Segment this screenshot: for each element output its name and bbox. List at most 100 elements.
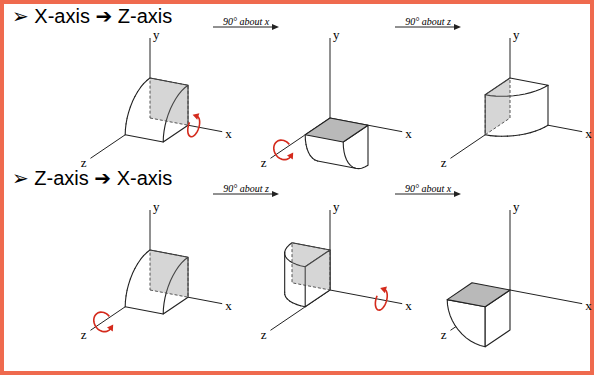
rotation-arrowhead (380, 287, 387, 294)
curved-surface (513, 95, 519, 136)
object-edge (490, 135, 496, 137)
rotation-step-box: 90° about z (405, 11, 451, 29)
rotation-arrow (274, 140, 291, 159)
rotation-arrowhead (107, 324, 113, 331)
object-edge (126, 290, 127, 296)
axis-line (510, 210, 511, 290)
object-edge (531, 131, 536, 133)
axis-label: z (441, 156, 447, 171)
object-edge (540, 127, 544, 129)
object-edge (144, 81, 147, 84)
object-edge (284, 252, 285, 292)
axis-label-box: z (261, 325, 267, 343)
axis-label-box: z (441, 325, 447, 343)
rotation-step-box: 90° about x (405, 178, 451, 196)
object-edge (318, 161, 356, 168)
axis-label: y (333, 200, 340, 215)
object-edge (293, 303, 297, 305)
axis-label-box: x (585, 296, 592, 314)
object-edge (147, 250, 150, 253)
axis-label-box: z (261, 153, 267, 171)
rotation-step-label: 90° about x (405, 183, 451, 195)
axis-label-box: x (585, 124, 592, 142)
hidden-shaded-square (150, 78, 188, 125)
axis-label-box: x (405, 124, 412, 142)
shaded-square-face (305, 118, 368, 142)
axis-line (330, 290, 402, 304)
object-edge (144, 253, 147, 256)
object-edge (130, 274, 132, 279)
curved-surface (531, 91, 536, 133)
axis-label: y (333, 28, 340, 43)
object-edge (129, 279, 131, 285)
object-edge (138, 259, 141, 263)
object-edge (125, 301, 126, 306)
curved-surface (540, 87, 544, 129)
object-edge (307, 149, 308, 153)
hidden-shaded-square (485, 78, 510, 135)
rotation-arrow (375, 289, 387, 310)
quarter-disc-face (447, 300, 485, 347)
object-edge (141, 84, 144, 88)
rotation-arrow (188, 116, 200, 137)
axis-label-box: y (153, 197, 160, 215)
axis-label-box: y (153, 25, 160, 43)
axis-label: x (585, 127, 592, 142)
axis-label-box: x (225, 124, 232, 142)
axis-label: y (513, 200, 520, 215)
object-edge (519, 134, 525, 135)
object-edge (544, 125, 548, 127)
axis-label: z (81, 328, 87, 343)
object-edge (147, 78, 150, 81)
object-edge (496, 136, 502, 137)
object-edge (125, 129, 126, 134)
object-edge (296, 304, 300, 305)
axis-label-box: y (513, 25, 520, 43)
axis-label: x (405, 127, 412, 142)
object-edge (135, 92, 138, 97)
axis-label-box: x (405, 296, 412, 314)
section-heading-box: ➢ X-axis ➔ Z-axis (12, 5, 172, 28)
rotation-step-box: 90° about x (223, 11, 269, 29)
object-edge (125, 124, 127, 130)
object-edge (536, 129, 541, 131)
axis-label-box: y (333, 25, 340, 43)
object-edge (300, 306, 305, 307)
axis-line (330, 38, 331, 118)
axis-label-box: z (441, 153, 447, 171)
object-edge (138, 87, 141, 91)
axis-label: y (153, 28, 160, 43)
step-arrowhead (272, 191, 279, 197)
axis-label: x (585, 299, 592, 314)
axis-label-box: z (81, 325, 87, 343)
object-edge (125, 307, 163, 314)
step-arrowhead (272, 24, 279, 30)
axis-label: x (225, 127, 232, 142)
object-edge (132, 96, 134, 101)
object-edge (125, 296, 127, 302)
rotation-arrowhead (193, 113, 200, 120)
step-arrowhead (454, 24, 461, 30)
section-heading: ➢ X-axis ➔ Z-axis (12, 5, 172, 28)
section-heading: ➢ Z-axis ➔ X-axis (12, 167, 172, 190)
axis-label: z (441, 328, 447, 343)
object-edge (125, 135, 163, 142)
axis-label-box: y (513, 197, 520, 215)
object-edge (315, 160, 318, 161)
curved-surface (284, 252, 285, 294)
object-edge (513, 134, 519, 136)
axis-label: z (261, 156, 267, 171)
object-edge (547, 85, 548, 125)
section-heading-box: ➢ Z-axis ➔ X-axis (12, 167, 172, 190)
step-arrowhead (454, 191, 461, 197)
object-edge (305, 140, 307, 145)
curved-surface (519, 94, 525, 135)
object-edge (141, 256, 144, 260)
curved-surface (536, 89, 541, 131)
object-edge (126, 118, 127, 124)
object-edge (305, 135, 306, 140)
object-edge (130, 102, 132, 107)
rotation-arrow (94, 312, 111, 331)
curved-surface (525, 93, 530, 134)
